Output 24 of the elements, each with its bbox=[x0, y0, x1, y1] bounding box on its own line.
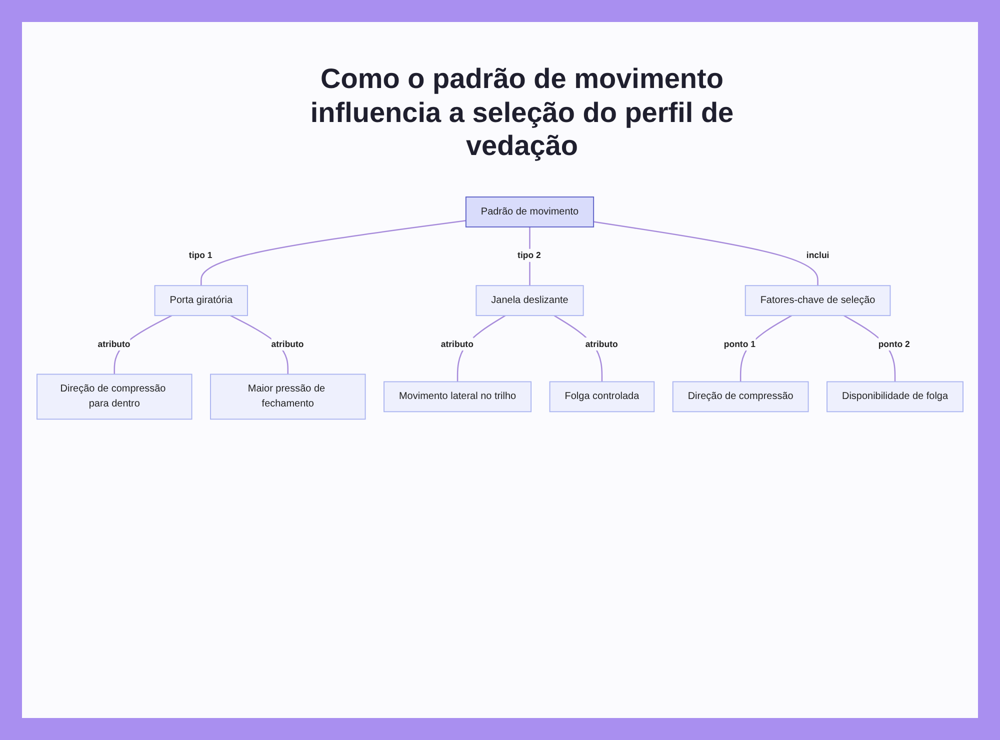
edge-label: ponto 2 bbox=[878, 338, 910, 349]
connector bbox=[593, 221, 818, 286]
node-box bbox=[384, 381, 532, 412]
card-background: Como o padrão de movimento influencia a seleção do perfil de vedação tipo 1 tipo 2 inclui atributo atributo atributo atributo ponto 1 ponto 2 Padrão de movimento Porta giratória Janela deslizante Fatores-chave de seleção Direção de compressão para dentro Maior pressão de fechamento Movimento lateral no trilho Folga controlada Direção de compressão Disponibilidade de folga bbox=[22, 22, 978, 718]
edge-label: atributo bbox=[98, 338, 130, 349]
node-box bbox=[36, 374, 192, 420]
node-box bbox=[549, 381, 655, 412]
diagram-title: Como o padrão de movimento influencia a seleção do perfil de vedação bbox=[309, 62, 735, 163]
node-box bbox=[210, 374, 366, 420]
node-box bbox=[672, 381, 809, 412]
edge-label: inclui bbox=[806, 250, 830, 260]
edge-label: ponto 1 bbox=[724, 338, 756, 349]
edge-label: atributo bbox=[585, 338, 618, 349]
node-box bbox=[476, 285, 584, 316]
edge-label: atributo bbox=[271, 338, 304, 349]
node-box bbox=[826, 381, 964, 412]
node-box bbox=[465, 196, 594, 228]
edge-label: tipo 2 bbox=[518, 250, 541, 260]
edge-label: atributo bbox=[440, 338, 474, 349]
node-box bbox=[154, 285, 248, 316]
edge-label: tipo 1 bbox=[188, 250, 212, 260]
node-box bbox=[744, 285, 891, 316]
connector bbox=[529, 226, 530, 286]
connector bbox=[200, 220, 466, 286]
